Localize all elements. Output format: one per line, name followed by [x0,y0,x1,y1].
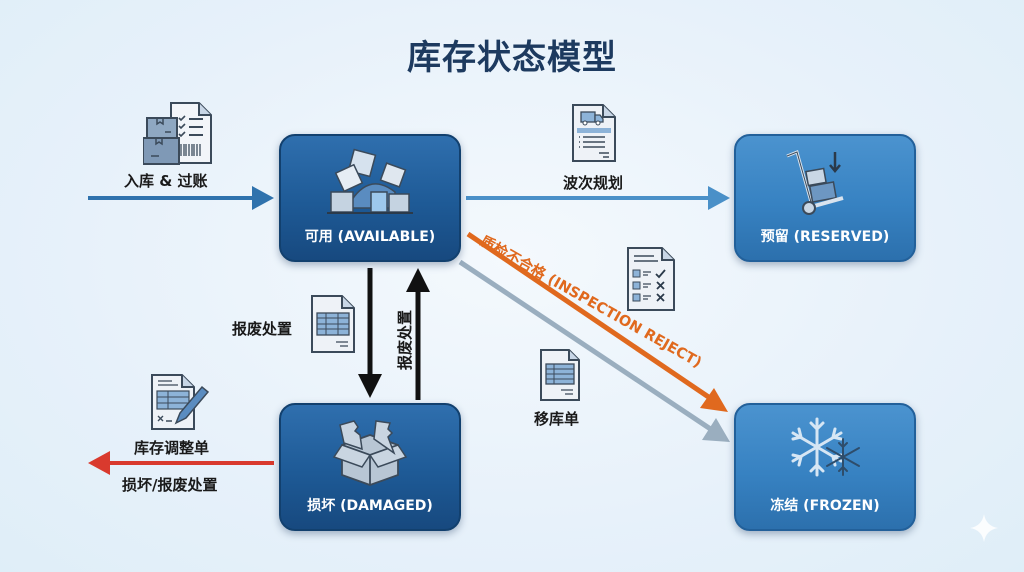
node-damaged-label: 损坏 (DAMAGED) [307,498,433,514]
spreadsheet-document-icon [311,295,355,353]
wave-planning-arrow [466,186,730,210]
pile-of-boxes-icon [327,148,413,214]
transfer-order-label: 移库单 [534,410,580,428]
node-available[interactable]: 可用 (AVAILABLE) [279,134,461,262]
broken-box-icon [332,420,408,486]
diagram-title: 库存状态模型 [407,38,617,78]
inspection-reject-arrow [466,231,728,412]
transfer-arrow [458,259,730,442]
wave-planning-label: 波次规划 [563,174,624,192]
node-frozen-label: 冻结 (FROZEN) [770,498,880,514]
scrap-down-label: 报废处置 [232,320,293,338]
node-reserved[interactable]: 预留 (RESERVED) [734,134,916,262]
adjustment-sublabel: 损坏/报废处置 [122,476,218,494]
inbound-label: 入库 & 过账 [124,172,208,190]
hand-truck-icon [786,149,844,215]
sparkle-icon [970,514,998,542]
adjustment-label: 库存调整单 [134,439,210,457]
node-reserved-label: 预留 (RESERVED) [760,229,890,245]
snowflake-icon [791,417,860,477]
scrap-up-arrow [406,268,430,400]
delivery-document-icon [572,104,616,162]
scrap-down-arrow [358,268,382,398]
table-document-icon [540,349,580,401]
checklist-icon [627,247,675,311]
scrap-up-label: 报废处置 [396,309,414,370]
boxes-and-checklist-icon [143,102,212,165]
node-damaged[interactable]: 损坏 (DAMAGED) [279,403,461,531]
node-frozen[interactable]: 冻结 (FROZEN) [734,403,916,531]
node-available-label: 可用 (AVAILABLE) [304,229,436,245]
inbound-arrow [88,186,274,210]
edit-form-icon [151,374,210,430]
adjustment-arrow [88,451,274,475]
